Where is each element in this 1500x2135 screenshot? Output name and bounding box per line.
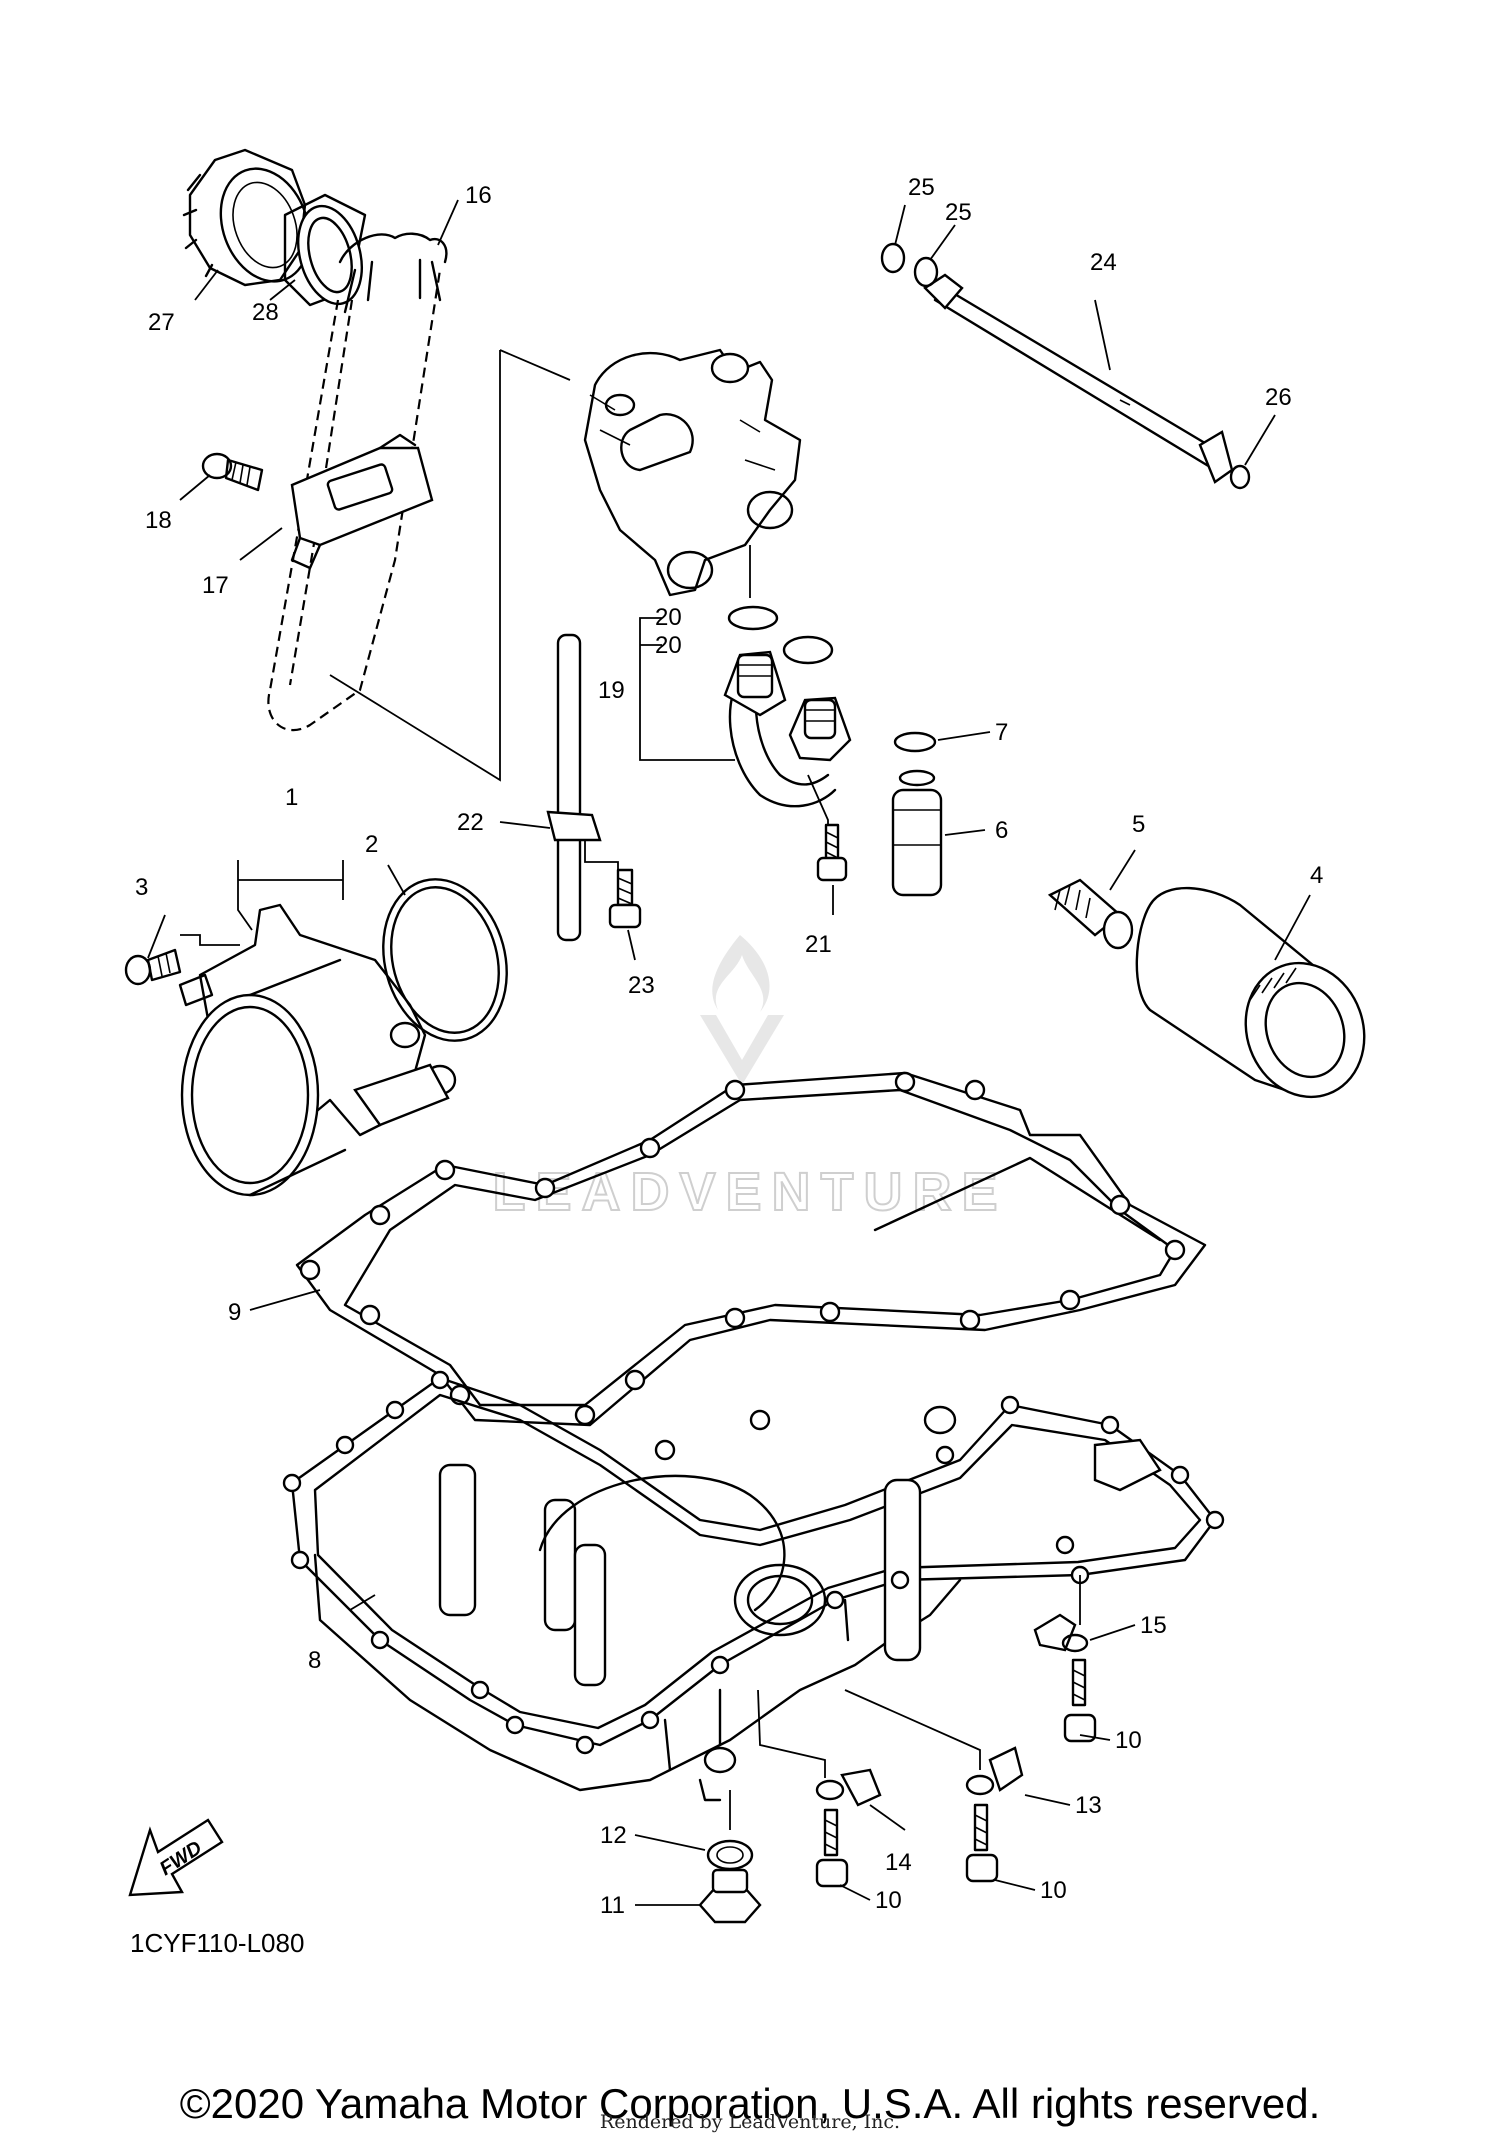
callout-16: 16 <box>465 182 492 209</box>
callout-1: 1 <box>285 784 298 811</box>
callout-21: 21 <box>805 931 832 958</box>
oil-pump-drive-chain <box>267 232 448 732</box>
callout-18: 18 <box>145 507 172 534</box>
oil-strainer-pipe <box>923 273 1234 484</box>
callout-14: 14 <box>885 1849 912 1876</box>
copyright-notice: ©2020 Yamaha Motor Corporation, U.S.A. A… <box>179 2080 1321 2127</box>
leadventure-watermark: LEADVENTURE <box>491 935 1007 1223</box>
oil-pump-assembly <box>583 348 802 597</box>
o-ring-25b <box>913 256 939 288</box>
callout-22: 22 <box>457 809 484 836</box>
callout-19: 19 <box>598 677 625 704</box>
pump-reference-line <box>329 349 571 782</box>
needle-bearing <box>283 193 367 307</box>
cooler-gasket <box>382 878 508 1042</box>
oil-level-pipe <box>546 633 619 942</box>
guide-bolt <box>201 452 264 492</box>
oil-filter <box>1135 886 1366 1099</box>
callout-28: 28 <box>252 299 279 326</box>
callout-6: 6 <box>995 817 1008 844</box>
callout-2: 2 <box>365 831 378 858</box>
callout-labels: 1 2 3 4 5 6 7 8 9 10 10 10 11 12 13 14 1… <box>135 174 1323 1919</box>
callout-10b: 10 <box>875 1887 902 1914</box>
callout-15: 15 <box>1140 1612 1167 1639</box>
watermark-text: LEADVENTURE <box>492 1162 1007 1222</box>
callout-7: 7 <box>995 719 1008 746</box>
pipe-bolt <box>816 823 848 882</box>
chain-guide <box>290 433 434 570</box>
callout-20b: 20 <box>655 632 682 659</box>
fwd-arrow: FWD <box>128 1818 224 1897</box>
oil-pump-drive-sprocket <box>182 148 311 287</box>
callout-23: 23 <box>628 972 655 999</box>
o-ring-lower <box>782 635 834 665</box>
level-pipe-bolt <box>608 868 642 929</box>
o-ring-upper <box>727 605 779 631</box>
drain-plug <box>698 1868 762 1924</box>
pan-bolt-b <box>815 1808 849 1888</box>
cooler-bolt <box>124 948 182 986</box>
callout-3: 3 <box>135 874 148 901</box>
callout-8: 8 <box>308 1647 321 1674</box>
callout-10a: 10 <box>1115 1727 1142 1754</box>
brackets-and-clips <box>757 1575 1089 1807</box>
pan-bolt-a <box>1063 1658 1097 1743</box>
pipe-bracket-19 <box>639 617 735 761</box>
o-ring-25a <box>880 242 906 274</box>
pan-bolt-c <box>965 1803 999 1883</box>
cooler-bracket-1 <box>180 860 344 946</box>
cooler-gasket-inner <box>390 886 500 1034</box>
drain-plug-washer <box>706 1839 754 1871</box>
diagram-code: 1CYF110-L080 <box>130 1928 305 1958</box>
relief-valve-o-ring <box>893 731 937 753</box>
callout-17: 17 <box>202 572 229 599</box>
leader-lines <box>147 199 1311 1906</box>
oil-delivery-pipe <box>723 650 852 808</box>
callout-4: 4 <box>1310 862 1323 889</box>
o-ring-26 <box>1229 464 1251 490</box>
callout-27: 27 <box>148 309 175 336</box>
callout-25b: 25 <box>945 199 972 226</box>
oil-pan <box>282 1370 1225 1802</box>
callout-24: 24 <box>1090 249 1117 276</box>
callout-5: 5 <box>1132 811 1145 838</box>
callout-25a: 25 <box>908 174 935 201</box>
callout-12: 12 <box>600 1822 627 1849</box>
callout-26: 26 <box>1265 384 1292 411</box>
oil-pan-gasket <box>295 1071 1207 1461</box>
callout-10c: 10 <box>1040 1877 1067 1904</box>
callout-9: 9 <box>228 1299 241 1326</box>
rendered-by-credit: Rendered by LeadVenture, Inc. <box>599 2111 901 2133</box>
callout-20a: 20 <box>655 604 682 631</box>
callout-11: 11 <box>600 1892 625 1919</box>
callout-13: 13 <box>1075 1792 1102 1819</box>
oil-cooler <box>178 903 457 1197</box>
oil-filter-union-bolt <box>1047 878 1134 950</box>
relief-valve <box>891 769 943 897</box>
